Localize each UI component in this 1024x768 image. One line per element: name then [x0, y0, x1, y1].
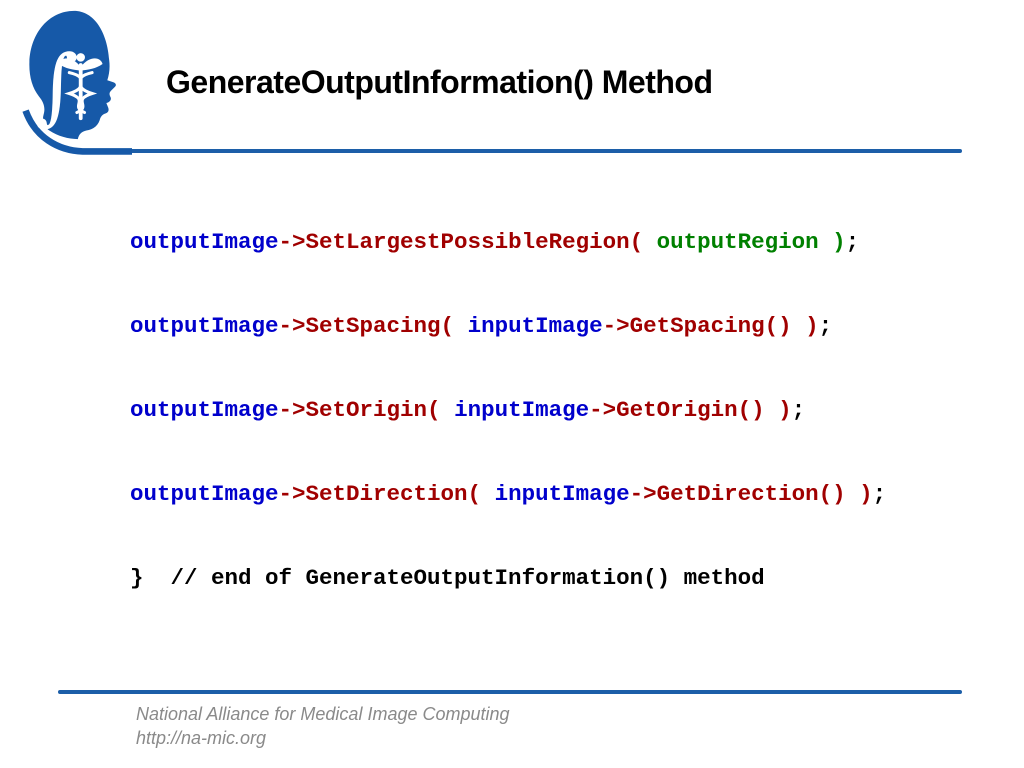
code-segment: inputImage: [440, 397, 590, 423]
code-segment: ->GetSpacing() ): [602, 313, 819, 339]
code-segment: inputImage: [454, 313, 603, 339]
code-line: outputImage->SetLargestPossibleRegion( o…: [130, 228, 886, 312]
code-segment: outputImage: [130, 313, 279, 339]
code-block: outputImage->SetLargestPossibleRegion( o…: [130, 228, 886, 648]
header-rule: [80, 149, 962, 153]
code-segment: ->SetSpacing(: [278, 313, 455, 339]
code-line: outputImage->SetDirection( inputImage->G…: [130, 480, 886, 564]
code-segment: inputImage: [481, 481, 630, 507]
caduceus-icon: [58, 53, 103, 121]
footer-org: National Alliance for Medical Image Comp…: [136, 704, 510, 724]
slide-title: GenerateOutputInformation() Method: [166, 64, 713, 100]
footer: National Alliance for Medical Image Comp…: [136, 702, 510, 751]
namic-logo: ∫: [22, 10, 132, 155]
code-segment: ;: [791, 397, 806, 423]
code-segment: ->SetLargestPossibleRegion(: [278, 229, 644, 255]
code-segment: ->GetOrigin() ): [589, 397, 792, 423]
code-segment: outputImage: [130, 397, 279, 423]
code-line: } // end of GenerateOutputInformation() …: [130, 564, 886, 648]
footer-rule: [58, 690, 962, 694]
code-segment: ->SetOrigin(: [278, 397, 441, 423]
footer-url: http://na-mic.org: [136, 728, 267, 749]
code-segment: ;: [845, 229, 860, 255]
code-segment: outputRegion ): [643, 229, 846, 255]
code-segment: } // end of GenerateOutputInformation() …: [130, 565, 765, 591]
code-segment: ;: [818, 313, 833, 339]
code-segment: ->GetDirection() ): [629, 481, 873, 507]
code-line: outputImage->SetSpacing( inputImage->Get…: [130, 312, 886, 396]
code-segment: ->SetDirection(: [278, 481, 482, 507]
code-line: outputImage->SetOrigin( inputImage->GetO…: [130, 396, 886, 480]
neck-swoosh: [22, 109, 132, 155]
code-segment: outputImage: [130, 481, 279, 507]
integral-icon: ∫: [35, 36, 79, 134]
code-segment: outputImage: [130, 229, 279, 255]
code-segment: ;: [872, 481, 887, 507]
